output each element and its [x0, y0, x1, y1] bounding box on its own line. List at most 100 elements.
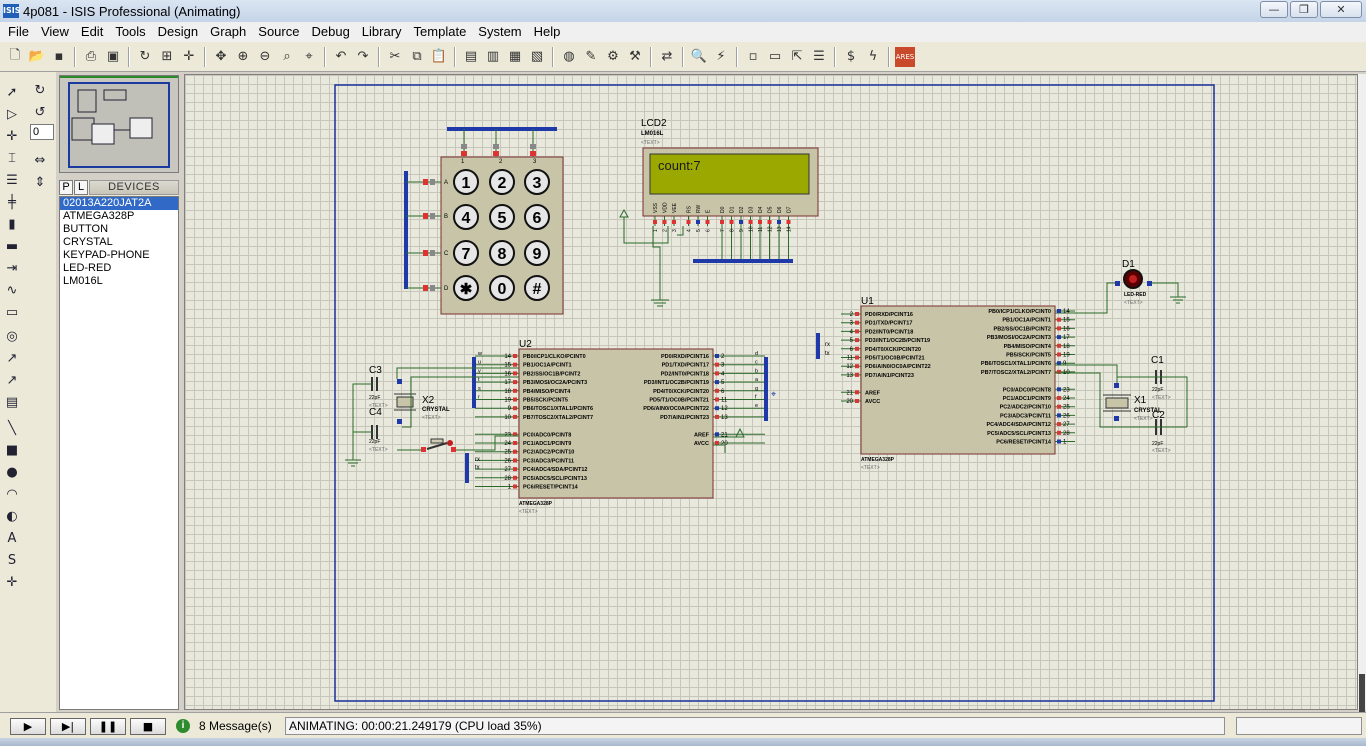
- open-folder-icon[interactable]: 📂: [28, 49, 46, 64]
- minimize-button[interactable]: —: [1260, 1, 1288, 18]
- graph-mode-icon[interactable]: ∿: [6, 282, 18, 298]
- info-icon[interactable]: i: [176, 719, 190, 733]
- keypad-key-6[interactable]: 6: [524, 204, 550, 230]
- keypad-key-8[interactable]: 8: [489, 240, 515, 266]
- copy-icon[interactable]: ⧉: [412, 49, 422, 64]
- block-rotate-icon[interactable]: ▦: [508, 49, 522, 64]
- redo-icon[interactable]: ↷: [357, 49, 369, 64]
- device-list[interactable]: 02013A220JAT2A ATMEGA328P BUTTON CRYSTAL…: [59, 196, 179, 710]
- overview-window[interactable]: [59, 75, 179, 173]
- voltage-probe-icon[interactable]: ↗: [6, 350, 18, 366]
- block-copy-icon[interactable]: ▤: [464, 49, 478, 64]
- component-mode-icon[interactable]: ▷: [7, 106, 17, 122]
- origin-icon[interactable]: ✛: [183, 49, 195, 64]
- keypad-key-5[interactable]: 5: [489, 204, 515, 230]
- message-count[interactable]: 8 Message(s): [199, 719, 272, 733]
- close-button[interactable]: ✕: [1320, 1, 1362, 18]
- virtual-instruments-icon[interactable]: ▤: [5, 394, 19, 410]
- text-tool-icon[interactable]: A: [7, 530, 17, 546]
- make-device-icon[interactable]: ✎: [585, 49, 597, 64]
- menu-graph[interactable]: Graph: [210, 24, 247, 39]
- device-list-item[interactable]: CRYSTAL: [63, 236, 113, 248]
- generator-icon[interactable]: ◎: [6, 328, 18, 344]
- device-list-item[interactable]: 02013A220JAT2A: [60, 197, 178, 210]
- symbol-tool-icon[interactable]: S: [7, 552, 17, 568]
- electrical-check-icon[interactable]: ϟ: [868, 49, 878, 64]
- print-icon[interactable]: ⎙: [85, 49, 97, 64]
- paste-icon[interactable]: 📋: [430, 49, 448, 64]
- selection-mode-icon[interactable]: ➚: [6, 84, 18, 100]
- pick-devices-button[interactable]: P: [59, 180, 73, 195]
- pick-device-icon[interactable]: ◍: [563, 49, 575, 64]
- block-delete-icon[interactable]: ▧: [530, 49, 544, 64]
- keypad-key-7[interactable]: 7: [453, 240, 479, 266]
- mirror-horizontal-icon[interactable]: ⇔: [34, 152, 46, 168]
- zoom-out-icon[interactable]: ⊖: [259, 49, 271, 64]
- menu-system[interactable]: System: [478, 24, 522, 39]
- property-tool-icon[interactable]: ⚡: [716, 49, 726, 64]
- menu-help[interactable]: Help: [533, 24, 561, 39]
- zoom-in-icon[interactable]: ⊕: [237, 49, 249, 64]
- remove-sheet-icon[interactable]: ▭: [768, 49, 782, 64]
- canvas-vertical-scrollbar[interactable]: [1358, 74, 1366, 724]
- line-tool-icon[interactable]: ╲: [8, 420, 16, 436]
- menu-debug[interactable]: Debug: [311, 24, 350, 39]
- device-list-item[interactable]: KEYPAD-PHONE: [63, 249, 150, 261]
- text-script-icon[interactable]: ☰: [6, 172, 18, 188]
- menu-library[interactable]: Library: [361, 24, 402, 39]
- step-button[interactable]: ▶|: [50, 718, 86, 735]
- menu-tools[interactable]: Tools: [115, 24, 146, 39]
- rotation-angle-input[interactable]: [30, 124, 54, 140]
- wire-label-icon[interactable]: ⌶: [8, 150, 16, 166]
- keypad-key-hash[interactable]: #: [524, 275, 550, 301]
- keypad-key-3[interactable]: 3: [524, 169, 550, 195]
- device-pins-icon[interactable]: ⇥: [6, 260, 18, 276]
- netlist-icon[interactable]: ☰: [813, 49, 825, 64]
- reset-button[interactable]: [397, 435, 519, 452]
- cut-icon[interactable]: ✂: [389, 49, 401, 64]
- pan-icon[interactable]: ✥: [215, 49, 227, 64]
- box-tool-icon[interactable]: ■: [5, 442, 19, 458]
- zoom-all-icon[interactable]: ⌕: [283, 49, 291, 64]
- keypad-key-0[interactable]: 0: [489, 275, 515, 301]
- search-tag-icon[interactable]: 🔍: [690, 49, 708, 64]
- device-list-item[interactable]: LM016L: [63, 275, 103, 287]
- mirror-vertical-icon[interactable]: ⇕: [34, 174, 46, 190]
- device-list-item[interactable]: LED-RED: [63, 262, 112, 274]
- keypad-key-1[interactable]: 1: [453, 169, 479, 195]
- scrollbar-thumb[interactable]: [1359, 674, 1365, 724]
- pause-button[interactable]: ❚❚: [90, 718, 126, 735]
- arc-tool-icon[interactable]: ◠: [6, 486, 18, 502]
- tape-recorder-icon[interactable]: ▭: [5, 304, 19, 320]
- decompose-icon[interactable]: ⚒: [629, 49, 641, 64]
- rotate-clockwise-icon[interactable]: ↻: [34, 82, 46, 98]
- terminals-icon[interactable]: ▬: [5, 238, 19, 254]
- subcircuit-icon[interactable]: ▮: [8, 216, 16, 232]
- menu-design[interactable]: Design: [157, 24, 199, 39]
- exit-parent-icon[interactable]: ⇱: [791, 49, 803, 64]
- block-move-icon[interactable]: ▥: [486, 49, 500, 64]
- marker-tool-icon[interactable]: ✛: [6, 574, 18, 590]
- zoom-area-icon[interactable]: ⌖: [305, 49, 313, 64]
- led-red[interactable]: D1 LED-RED <TEXT>: [1055, 259, 1186, 314]
- rotate-anticlockwise-icon[interactable]: ↺: [34, 104, 46, 120]
- bus-icon[interactable]: ╪: [8, 194, 16, 210]
- new-file-icon[interactable]: 🗋: [9, 47, 21, 63]
- device-list-item[interactable]: ATMEGA328P: [63, 210, 135, 222]
- current-probe-icon[interactable]: ↗: [6, 372, 18, 388]
- stop-button[interactable]: ■: [130, 718, 166, 735]
- new-sheet-icon[interactable]: ▫: [748, 49, 758, 64]
- library-manager-button[interactable]: L: [74, 180, 88, 195]
- crystal-circuit-x2[interactable]: C3 22pF <TEXT> C4 22pF <TEXT> X2 CRYSTAL…: [345, 365, 519, 467]
- refresh-icon[interactable]: ↻: [139, 49, 151, 64]
- schematic-canvas[interactable]: 1 2 3 A B C D 1 2 3 4: [184, 74, 1358, 710]
- menu-view[interactable]: View: [40, 24, 69, 39]
- menu-edit[interactable]: Edit: [80, 24, 104, 39]
- keypad-key-9[interactable]: 9: [524, 240, 550, 266]
- grid-icon[interactable]: ⊞: [161, 49, 173, 64]
- lcd-lm016l[interactable]: LCD2 LM016L <TEXT> count:7 VSS1VDD2VEE3R…: [619, 118, 819, 307]
- device-list-item[interactable]: BUTTON: [63, 223, 109, 235]
- keypad-key-4[interactable]: 4: [453, 204, 479, 230]
